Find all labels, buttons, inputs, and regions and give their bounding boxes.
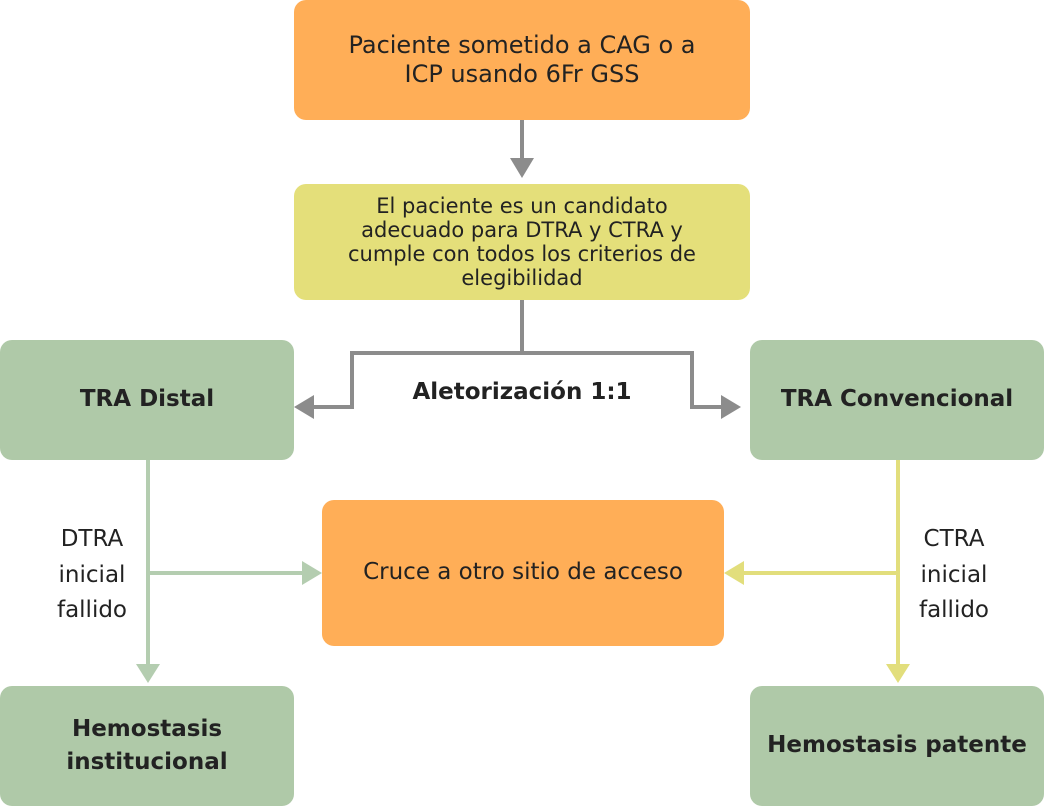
patient-node-text: Paciente sometido a CAG o a ICP usando 6… [348,31,696,88]
ctra-failed-label: CTRA inicial fallido [918,526,990,624]
distal-node-text: TRA Distal [79,386,215,413]
arrow-patient-to-candidate [510,120,534,178]
crossover-node: Cruce a otro sitio de acceso [322,500,724,646]
conventional-connectors [724,460,910,683]
crossover-node-text: Cruce a otro sitio de acceso [363,559,683,586]
candidate-node-text: El paciente es un candidato adecuado par… [348,193,696,291]
distal-node: TRA Distal [0,340,294,460]
arrow-to-conventional [721,395,741,419]
hemostasis-patent-text: Hemostasis patente [767,732,1027,759]
hemostasis-institutional-node: Hemostasis institucional [0,686,294,806]
conventional-node: TRA Convencional [750,340,1044,460]
conventional-node-text: TRA Convencional [780,386,1014,413]
dtra-failed-label: DTRA inicial fallido [56,526,128,624]
randomization-connector [312,300,722,409]
hemostasis-patent-node: Hemostasis patente [750,686,1044,806]
hemostasis-institutional-text: Hemostasis institucional [66,715,228,775]
distal-connectors [136,460,322,683]
patient-node: Paciente sometido a CAG o a ICP usando 6… [294,0,750,120]
arrow-to-distal [294,395,314,419]
candidate-node: El paciente es un candidato adecuado par… [294,184,750,300]
randomization-label: Aletorización 1:1 [412,379,632,405]
